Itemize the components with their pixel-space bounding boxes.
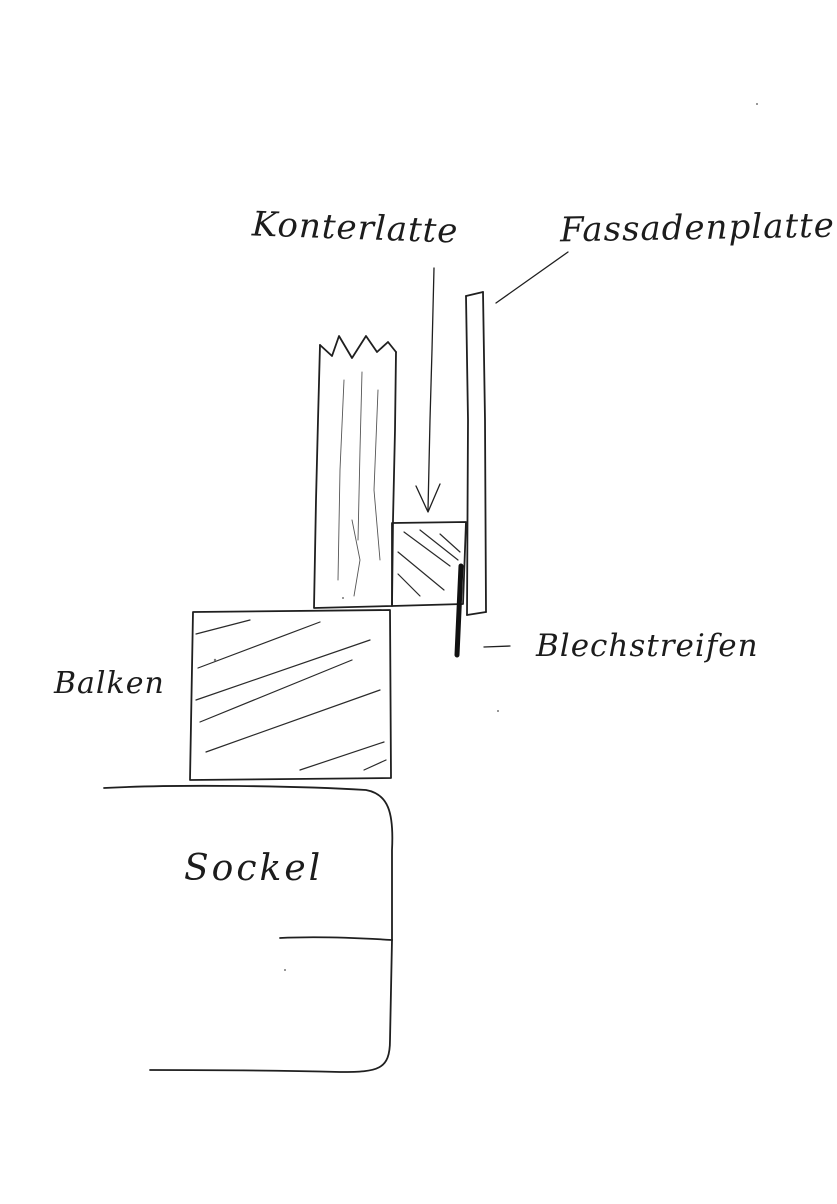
fassadenplatte-panel <box>465 291 487 616</box>
blechstreifen-leader <box>483 645 511 648</box>
balken-beam <box>189 609 392 781</box>
fassadenplatte-leader <box>495 251 569 304</box>
konterlatte-arrow <box>427 267 435 511</box>
paper-specks <box>213 103 758 971</box>
blechstreifen-strip <box>454 563 464 658</box>
fassadenplatte-label: Fassadenplatte <box>559 205 836 251</box>
leader-lines <box>415 251 569 648</box>
blechstreifen-label: Blechstreifen <box>536 628 759 664</box>
konterlatte-cross-section <box>391 521 467 607</box>
sockel-plinth <box>103 784 394 1073</box>
balken-label: Balken <box>54 666 165 701</box>
sockel-label: Sockel <box>184 848 324 889</box>
konterlatte-batten <box>313 335 397 609</box>
konterlatte-arrowhead <box>415 483 441 513</box>
konterlatte-label: Konterlatte <box>251 204 460 252</box>
